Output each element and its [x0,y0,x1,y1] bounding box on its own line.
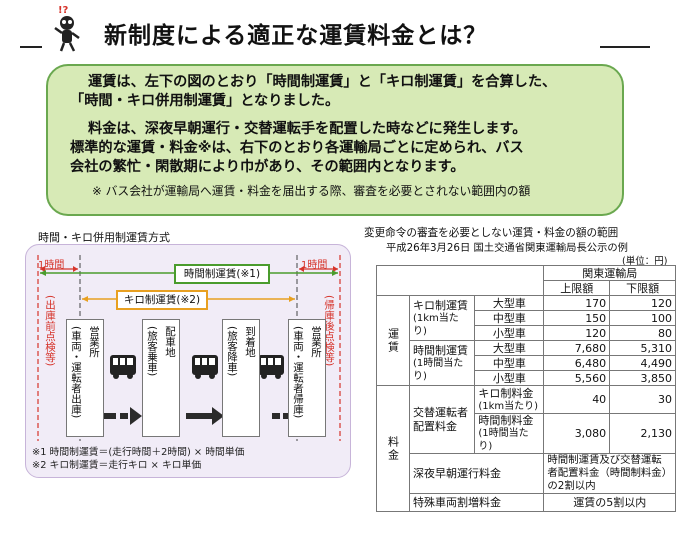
cell-value: 2,130 [609,413,676,454]
office-start-label: 営業所 [88,326,100,358]
time-fare-name: 時間制運賃 [413,343,468,357]
post-return-label: (帰庫後点検等) [323,295,335,367]
cell-value: 4,490 [609,355,676,371]
footnote-1: ※1 時間制運賃＝(走行時間＋2時間) × 時間単価 [32,447,245,458]
header: !? 新制度による適正な運賃料金とは？ [0,0,676,66]
time-fare-sub: (1時間当たり) [413,357,464,382]
cell-value: 150 [543,310,611,326]
cell-value: 7,680 [543,340,611,356]
page-title: 新制度による適正な運賃料金とは？ [98,16,494,50]
table-row: 特殊車両割増料金 運賃の5割以内 [377,493,676,512]
pickup-sub: (旅客乗車) [146,326,158,377]
table-unit: (単位：円) [622,256,668,267]
pre-departure-label: (出庫前点検等) [44,295,56,367]
km-charge-sub: (1km当たり) [478,400,539,412]
fare-diagram: 1時間 1時間 時間制運賃(※1) キロ制運賃(※2) (出庫前点検等) (帰庫… [25,244,351,478]
pickup-box: 配車地 (旅客乗車) [142,319,180,437]
info-line: 標準的な運賃・料金※は、右下のとおり各運輸局ごとに定められ、バス [70,140,524,156]
vehicle-medium: 中型車 [474,310,545,326]
cell-value: 170 [543,295,611,311]
driver-charge-label: 交替運転者配置料金 [408,385,476,454]
fare-section-label: 運賃 [376,295,410,386]
cell-value: 5,310 [609,340,676,356]
bus-icon [110,355,136,379]
office-start-box: 営業所 (車両・運転者出庫) [66,319,104,437]
table-row: 時間制料金(1時間当たり) 3,080 2,130 [377,413,676,454]
office-end-sub: (車両・運転者帰庫) [292,326,304,419]
table-row: 運賃 キロ制運賃(1km当たり) 大型車 170 120 [376,295,676,386]
night-charge-value: 時間制運賃及び交替運転者配置料金（時間制料金）の2割以内 [543,453,676,494]
office-end-box: 営業所 (車両・運転者帰庫) [288,319,326,437]
info-box: 運賃は、左下の図のとおり「時間制運賃」と「キロ制運賃」を合算した、 「時間・キロ… [46,64,624,216]
vehicle-small: 小型車 [474,370,545,386]
upper-header: 上限額 [543,280,611,296]
table-row: 中型車 6,480 4,490 [377,355,676,371]
cell-value: 6,480 [543,355,611,371]
vehicle-small: 小型車 [474,325,545,341]
table-row: 小型車 5,560 3,850 [377,370,676,386]
km-fare-name: キロ制運賃 [413,298,468,312]
cell-value: 30 [609,385,676,414]
cell-value: 3,080 [543,413,611,454]
time-charge-name: 時間制料金 [478,414,534,427]
office-end-label: 営業所 [310,326,322,358]
special-charge-value: 運賃の5割以内 [543,493,676,512]
night-charge-label: 深夜早朝運行料金 [408,453,545,494]
cell-value: 40 [543,385,611,414]
region-header: 関東運輸局 [543,265,676,281]
km-fare-label: キロ制運賃(※2) [116,290,208,310]
info-footnote: ※ バス会社が運輸局へ運賃・料金を届出する際、審査を必要とされない範囲内の額 [92,184,531,198]
cell-value: 100 [609,310,676,326]
info-line: 料金は、深夜早朝運行・交替運転手を配置した時などに発生します。 [88,121,527,137]
table-row: 時間制運賃(1時間当たり) 大型車 7,680 5,310 [377,340,676,386]
cell-value: 120 [609,295,676,311]
vehicle-large: 大型車 [474,340,545,356]
office-start-sub: (車両・運転者出庫) [70,326,82,419]
cell-value: 80 [609,325,676,341]
info-line: 運賃は、左下の図のとおり「時間制運賃」と「キロ制運賃」を合算した、 [88,74,557,90]
time-charge-sub: (1時間当たり) [478,428,529,452]
cell-value: 3,850 [609,370,676,386]
hour-left-label: 1時間 [38,260,65,271]
vehicle-medium: 中型車 [474,355,545,371]
lower-header: 下限額 [609,280,676,296]
charge-section-label: 料金 [376,385,410,512]
cell-value: 120 [543,325,611,341]
arrival-label: 到着地 [244,326,256,358]
info-line: 会社の繁忙・閑散期により巾があり、その範囲内となります。 [70,159,465,175]
diagram-title: 時間・キロ併用制運賃方式 [38,231,170,244]
hour-right-label: 1時間 [301,260,328,271]
km-charge-name: キロ制料金 [478,386,534,400]
arrival-sub: (旅客降車) [226,326,238,377]
diagram-lines [37,255,341,441]
vehicle-large: 大型車 [474,295,545,311]
table-row: 料金 交替運転者配置料金 キロ制料金(1km当たり) 40 30 [376,385,676,512]
pickup-label: 配車地 [164,326,176,358]
table-row: 深夜早朝運行料金 時間制運賃及び交替運転者配置料金（時間制料金）の2割以内 [377,453,676,494]
cell-value: 5,560 [543,370,611,386]
table-source: 平成26年3月26日 国土交通省関東運輸局長公示の例 [386,242,628,254]
mascot-icon: !? [54,5,80,52]
svg-text:!?: !? [58,5,69,16]
info-line: 「時間・キロ併用制運賃」となりました。 [70,93,340,109]
km-fare-sub: (1km当たり) [413,312,459,337]
table-row: 関東運輸局 [375,265,676,296]
header-rule-left [20,46,42,48]
header-rule [600,46,650,48]
special-charge-label: 特殊車両割増料金 [408,493,545,512]
arrival-box: 到着地 (旅客降車) [222,319,260,437]
diagram-footnotes: ※1 時間制運賃＝(走行時間＋2時間) × 時間単価 ※2 キロ制運賃＝走行キロ… [32,446,244,472]
footnote-2: ※2 キロ制運賃＝走行キロ × キロ単価 [32,460,202,471]
fare-table: 関東運輸局 上限額 下限額 運賃 キロ制運賃(1km当たり) 大型車 170 1… [375,265,676,512]
time-fare-label: 時間制運賃(※1) [174,264,270,284]
table-caption: 変更命令の審査を必要としない運賃・料金の額の範囲 [364,227,619,239]
